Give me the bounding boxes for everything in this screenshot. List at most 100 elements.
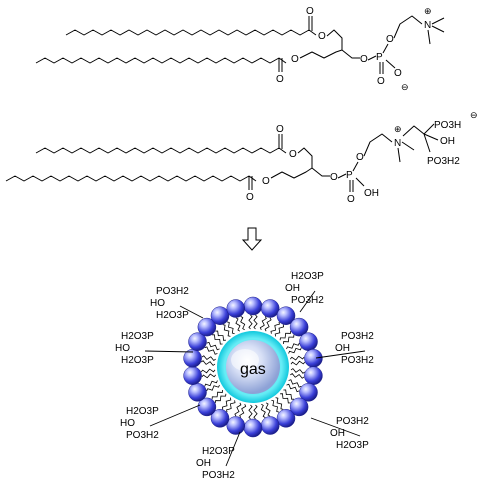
- headgroup-label: H2O3P: [156, 310, 189, 321]
- phosphate-o-minus: O: [394, 68, 402, 79]
- headgroup-label: OH: [285, 283, 300, 294]
- ethyl-linker-2: [363, 133, 393, 157]
- carbonyl-o-3: O: [276, 124, 284, 135]
- headgroup-label: OH: [330, 428, 345, 439]
- lipid-tails: [200, 314, 306, 420]
- acyl-chain-lower: [35, 57, 287, 64]
- headgroup-label: H2O3P: [126, 406, 159, 417]
- methyl-4: [397, 147, 401, 163]
- ammonium-n-2: N: [394, 138, 401, 149]
- headgroup-linker: [179, 305, 204, 319]
- lipid-tail: [226, 400, 236, 413]
- lipid-tail: [286, 383, 300, 393]
- headgroup-label: H2O3P: [121, 331, 154, 342]
- gas-core-highlight: [231, 349, 259, 371]
- carbonyl-o-2: O: [276, 74, 284, 85]
- phosphate-o-double-2: O: [347, 194, 355, 205]
- plus-charge-2: ⊕: [394, 124, 402, 134]
- lipid-tail: [235, 317, 241, 332]
- headgroup-sphere: [276, 409, 296, 428]
- glycerol-link: [299, 49, 360, 59]
- headgroup-label: OH: [196, 458, 211, 469]
- lipid-headgroups: [183, 296, 323, 438]
- bp-oh: OH: [440, 136, 455, 147]
- headgroup-sphere: [188, 383, 207, 402]
- lipid-tail: [215, 330, 226, 341]
- lipid-tail: [221, 397, 232, 410]
- headgroup-label: PO3H2: [341, 331, 374, 342]
- bp-po3h: PO3H: [434, 120, 461, 131]
- carbonyl-o-1: O: [306, 6, 314, 17]
- headgroup-label: H2O3P: [121, 355, 154, 366]
- lipid-tail: [275, 397, 284, 410]
- phosphate-o-3: O: [330, 172, 338, 183]
- headgroup-linker: [149, 404, 201, 427]
- lipid-tail: [283, 334, 295, 345]
- acyl-chain-upper-2: [35, 147, 287, 154]
- transformation-arrow: [241, 227, 263, 251]
- headgroup-label: HO: [120, 418, 135, 429]
- lipid-tail: [239, 404, 247, 418]
- p-oh-bond: [355, 177, 365, 187]
- methyl-1: [431, 17, 445, 25]
- headgroup-label: PO3H2: [202, 470, 235, 481]
- headgroup-label: PO3H2: [156, 286, 189, 297]
- po-bond: [367, 55, 377, 61]
- p-o-minus-bond: [385, 59, 396, 69]
- headgroup-sphere: [226, 416, 246, 435]
- headgroup-sphere: [299, 332, 318, 351]
- liposome-vesicle: gas PO3H2HOH2O3PH2O3POHPO3H2H2O3PHOH2O3P…: [115, 271, 374, 481]
- headgroup-sphere: [188, 332, 207, 351]
- lipid-tail: [289, 355, 305, 361]
- lipid-tail: [286, 342, 300, 350]
- headgroup-label: H2O3P: [291, 271, 324, 282]
- lipid-tail: [290, 360, 306, 366]
- carbonyl-o-4: O: [246, 192, 254, 203]
- headgroup-sphere: [183, 366, 202, 385]
- lipid-tail: [212, 334, 223, 345]
- methyl-3: [427, 29, 431, 45]
- lipid-tail: [264, 317, 272, 332]
- headgroup-sphere: [243, 418, 263, 438]
- headgroup-label: PO3H2: [126, 430, 159, 441]
- phosphate-o-double: O: [377, 76, 385, 87]
- lipid-tail: [290, 372, 305, 379]
- lipid-tail: [274, 324, 285, 337]
- lipid-tail: [290, 368, 306, 374]
- headgroup-labels: PO3H2HOH2O3PH2O3POHPO3H2H2O3PHOH2O3PPO3H…: [115, 271, 374, 481]
- lipid-tail: [265, 402, 271, 417]
- lipid-tail: [283, 389, 294, 400]
- lipid-tail: [226, 321, 235, 335]
- bp-bond-1: [423, 123, 435, 135]
- lipid-tail: [270, 321, 280, 334]
- lipid-tail: [248, 404, 253, 420]
- headgroup-sphere: [289, 397, 309, 417]
- headgroup-sphere: [210, 306, 230, 325]
- methyl-2: [431, 25, 445, 33]
- headgroup-sphere: [226, 299, 246, 318]
- bp-po3h2: PO3H2: [427, 156, 460, 167]
- lipid-tail: [201, 355, 216, 362]
- ester-o-2: O: [291, 54, 299, 65]
- lipid-tail: [204, 380, 218, 387]
- lipid-tail: [248, 314, 253, 330]
- phosphate-o-1: O: [360, 54, 368, 65]
- methyl-5: [401, 141, 415, 151]
- headgroup-label: PO3H2: [341, 355, 374, 366]
- headgroup-label: H2O3P: [336, 440, 369, 451]
- phospholipid-top: O O O O O P O O O ⊖ N ⊕: [35, 6, 445, 92]
- minus-charge: ⊖: [401, 82, 409, 92]
- headgroup-linker: [310, 417, 361, 437]
- headgroup-linker: [144, 350, 194, 353]
- hollow-down-arrow-icon: [241, 227, 263, 251]
- ammonium-n: N: [424, 20, 431, 31]
- phosphate-o-4: O: [356, 152, 364, 163]
- headgroup-sphere: [197, 397, 217, 417]
- lipid-tail: [201, 373, 217, 379]
- phosphate-o-2: O: [386, 34, 394, 45]
- acyl-chain-lower-2: [5, 175, 257, 182]
- headgroup-linker: [315, 350, 366, 359]
- headgroup-sphere: [304, 366, 323, 385]
- bisphosphonate-linker: [402, 125, 425, 137]
